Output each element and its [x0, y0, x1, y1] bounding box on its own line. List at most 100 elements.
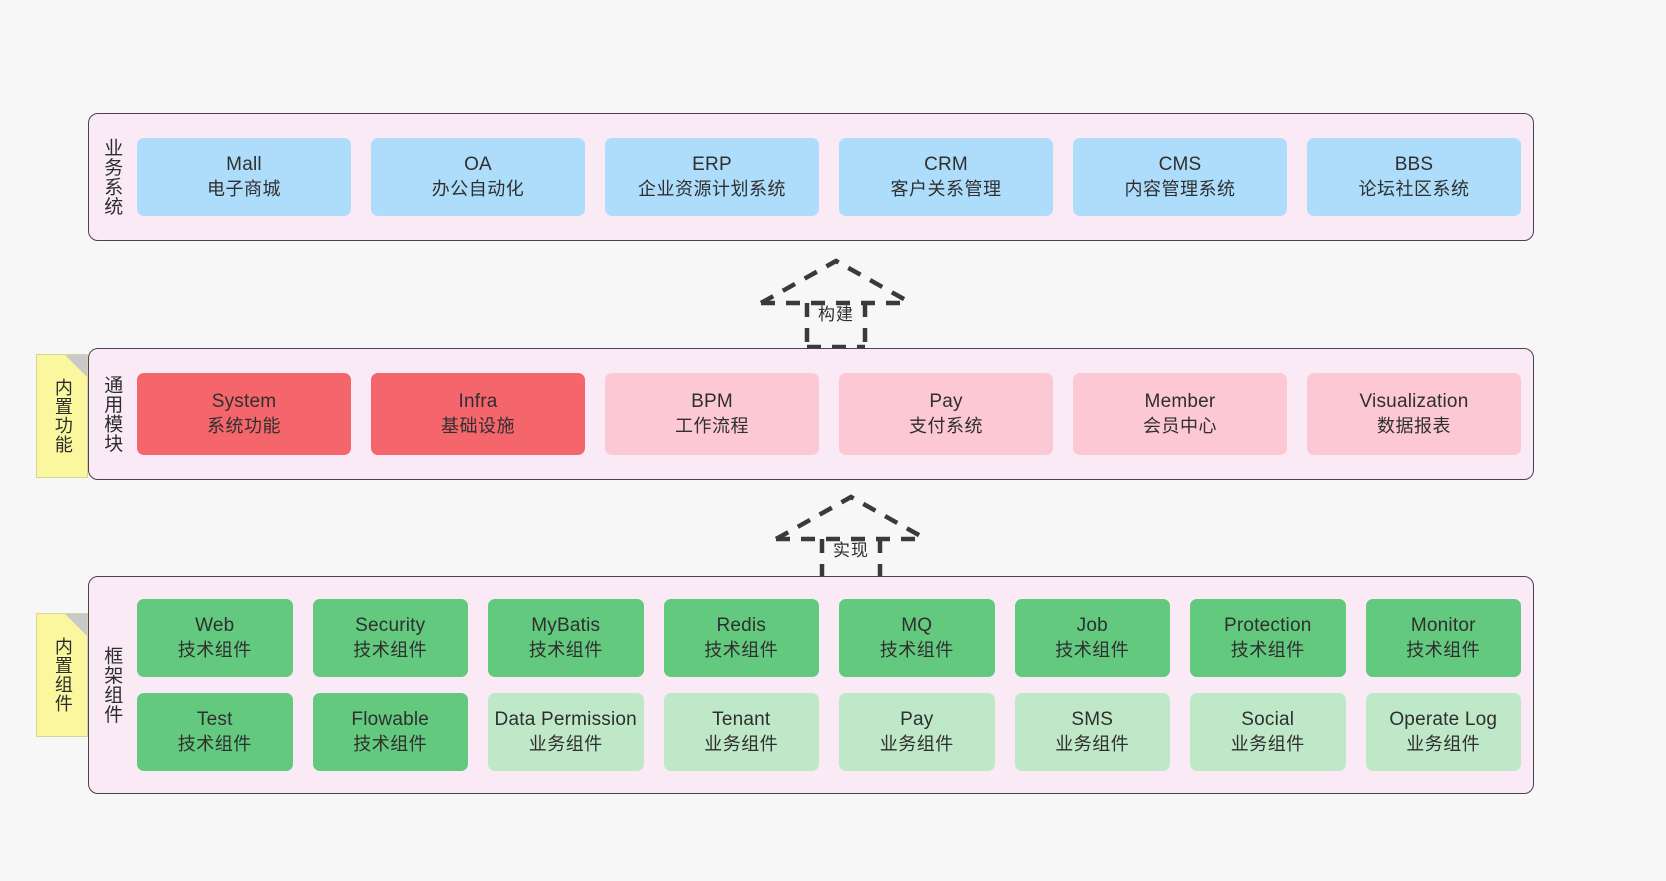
layer-body-framework-component: Web 技术组件 Security 技术组件 MyBatis 技术组件 Redi… [133, 577, 1533, 793]
node-flowable[interactable]: Flowable 技术组件 [312, 693, 468, 771]
node-title: Web [195, 614, 235, 636]
node-subtitle: 技术组件 [177, 639, 252, 660]
node-test[interactable]: Test 技术组件 [137, 693, 293, 771]
node-subtitle: 支付系统 [909, 415, 983, 436]
node-title: Data Permission [494, 708, 637, 730]
node-title: CRM [924, 153, 968, 175]
node-title: Operate Log [1389, 708, 1498, 730]
node-title: SMS [1071, 708, 1114, 730]
node-title: Protection [1223, 614, 1312, 636]
node-subtitle: 业务组件 [528, 733, 603, 754]
node-web[interactable]: Web 技术组件 [137, 599, 293, 677]
node-member[interactable]: Member 会员中心 [1073, 373, 1287, 455]
node-subtitle: 业务组件 [879, 733, 954, 754]
node-row: Mall 电子商城 OA 办公自动化 ERP 企业资源计划系统 CRM 客户关系… [137, 138, 1521, 216]
node-title: Member [1144, 390, 1216, 412]
node-tenant[interactable]: Tenant 业务组件 [663, 693, 819, 771]
node-subtitle: 技术组件 [353, 733, 428, 754]
node-crm[interactable]: CRM 客户关系管理 [839, 138, 1053, 216]
page-fold-icon [65, 355, 87, 377]
node-subtitle: 电子商城 [207, 178, 281, 199]
node-subtitle: 数据报表 [1377, 415, 1451, 436]
node-title: Social [1241, 708, 1295, 730]
node-job[interactable]: Job 技术组件 [1014, 599, 1170, 677]
node-mybatis[interactable]: MyBatis 技术组件 [488, 599, 644, 677]
node-title: BBS [1394, 153, 1434, 175]
node-bbs[interactable]: BBS 论坛社区系统 [1307, 138, 1521, 216]
node-title: ERP [692, 153, 732, 175]
node-title: Visualization [1359, 390, 1469, 412]
layer-title-framework-component: 框架组件 [101, 646, 123, 724]
node-social[interactable]: Social 业务组件 [1190, 693, 1346, 771]
node-subtitle: 会员中心 [1143, 415, 1217, 436]
node-row: Web 技术组件 Security 技术组件 MyBatis 技术组件 Redi… [137, 599, 1521, 677]
layer-title-business-system: 业务系统 [101, 138, 123, 216]
node-bpm[interactable]: BPM 工作流程 [605, 373, 819, 455]
connector-label-implement: 实现 [833, 541, 869, 560]
node-subtitle: 办公自动化 [431, 178, 525, 199]
layer-business-system: 业务系统 Mall 电子商城 OA 办公自动化 ERP 企业资源计划系统 CRM… [88, 113, 1534, 241]
node-visualization[interactable]: Visualization 数据报表 [1307, 373, 1521, 455]
node-subtitle: 工作流程 [675, 415, 749, 436]
node-subtitle: 内容管理系统 [1124, 178, 1236, 199]
node-subtitle: 论坛社区系统 [1358, 178, 1470, 199]
node-oa[interactable]: OA 办公自动化 [371, 138, 585, 216]
node-title: MyBatis [531, 614, 601, 636]
node-title: BPM [691, 390, 733, 412]
node-subtitle: 技术组件 [1230, 639, 1305, 660]
node-title: Monitor [1410, 614, 1476, 636]
node-subtitle: 业务组件 [1406, 733, 1481, 754]
layer-body-business-system: Mall 电子商城 OA 办公自动化 ERP 企业资源计划系统 CRM 客户关系… [133, 114, 1533, 240]
connector-implement: 实现 [766, 492, 936, 586]
sticky-note-builtin-component: 内置组件 [36, 613, 88, 737]
node-erp[interactable]: ERP 企业资源计划系统 [605, 138, 819, 216]
node-title: MQ [901, 614, 933, 636]
node-pay[interactable]: Pay 支付系统 [839, 373, 1053, 455]
node-title: Infra [458, 390, 498, 412]
node-title: Job [1076, 614, 1108, 636]
connector-label-build: 构建 [818, 305, 854, 324]
node-infra[interactable]: Infra 基础设施 [371, 373, 585, 455]
page-fold-icon [65, 614, 87, 636]
node-redis[interactable]: Redis 技术组件 [663, 599, 819, 677]
node-title: Pay [900, 708, 934, 730]
node-subtitle: 企业资源计划系统 [638, 178, 786, 199]
node-row: System 系统功能 Infra 基础设施 BPM 工作流程 Pay 支付系统… [137, 373, 1521, 455]
node-mall[interactable]: Mall 电子商城 [137, 138, 351, 216]
node-operate-log[interactable]: Operate Log 业务组件 [1365, 693, 1521, 771]
node-subtitle: 系统功能 [207, 415, 281, 436]
node-security[interactable]: Security 技术组件 [312, 599, 468, 677]
layer-framework-component: 框架组件 Web 技术组件 Security 技术组件 MyBatis 技术组件… [88, 576, 1534, 794]
node-sms[interactable]: SMS 业务组件 [1014, 693, 1170, 771]
node-title: Mall [226, 153, 262, 175]
node-protection[interactable]: Protection 技术组件 [1190, 599, 1346, 677]
node-system[interactable]: System 系统功能 [137, 373, 351, 455]
node-title: OA [464, 153, 492, 175]
node-subtitle: 技术组件 [879, 639, 954, 660]
layer-common-module: 通用模块 System 系统功能 Infra 基础设施 BPM 工作流程 Pay… [88, 348, 1534, 480]
node-title: System [211, 390, 277, 412]
node-row: Test 技术组件 Flowable 技术组件 Data Permission … [137, 693, 1521, 771]
node-subtitle: 技术组件 [177, 733, 252, 754]
node-subtitle: 技术组件 [704, 639, 779, 660]
node-monitor[interactable]: Monitor 技术组件 [1365, 599, 1521, 677]
node-subtitle: 客户关系管理 [890, 178, 1002, 199]
node-subtitle: 技术组件 [1406, 639, 1481, 660]
node-title: Flowable [351, 708, 430, 730]
node-title: Pay [929, 390, 963, 412]
node-pay-component[interactable]: Pay 业务组件 [839, 693, 995, 771]
node-cms[interactable]: CMS 内容管理系统 [1073, 138, 1287, 216]
layer-title-common-module: 通用模块 [101, 375, 123, 453]
node-title: CMS [1158, 153, 1202, 175]
node-subtitle: 基础设施 [441, 415, 515, 436]
node-title: Redis [716, 614, 767, 636]
connector-build: 构建 [751, 256, 921, 350]
sticky-note-label: 内置功能 [52, 378, 73, 454]
node-data-permission[interactable]: Data Permission 业务组件 [488, 693, 644, 771]
node-mq[interactable]: MQ 技术组件 [839, 599, 995, 677]
node-title: Test [196, 708, 233, 730]
sticky-note-label: 内置组件 [52, 637, 73, 713]
node-subtitle: 技术组件 [1055, 639, 1130, 660]
node-subtitle: 技术组件 [528, 639, 603, 660]
